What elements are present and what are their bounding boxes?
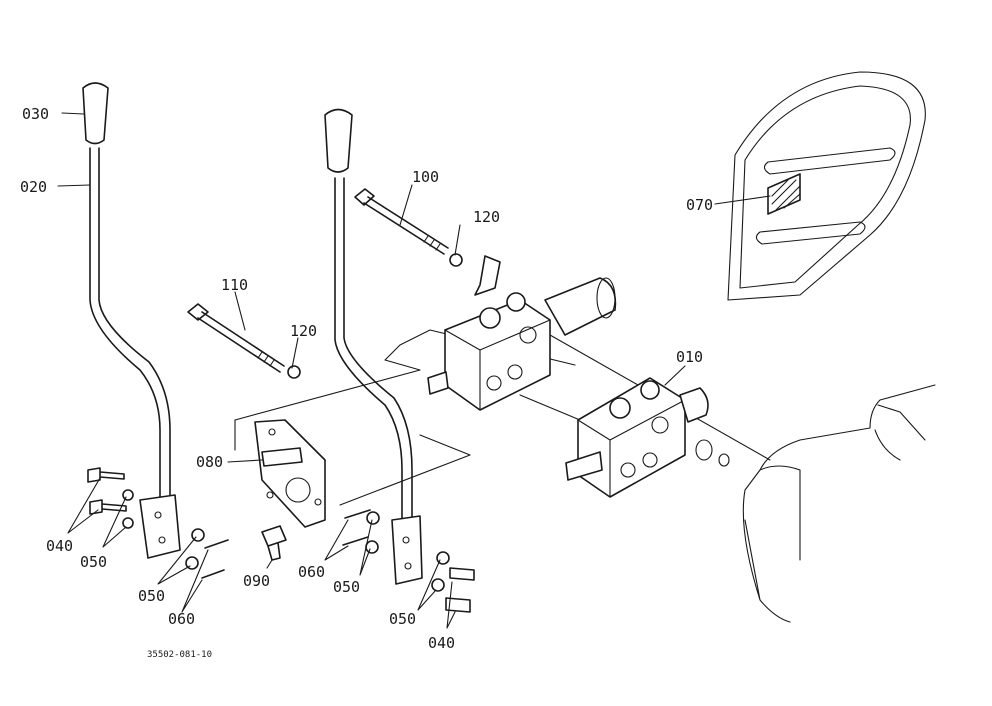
bolt-040-lower (89, 499, 127, 515)
callout-020: 020 (20, 178, 47, 196)
bracket-hole (402, 536, 410, 544)
callout-120-upper: 120 (473, 208, 500, 226)
lower-valve-port (609, 397, 631, 419)
callout-080: 080 (196, 453, 223, 471)
washer-050 (365, 540, 379, 554)
upper-valve-port (486, 375, 502, 391)
cover-slot (755, 221, 866, 245)
bolt-040 (445, 597, 471, 613)
bolt-110-head (187, 303, 209, 321)
callout-050-left-lower: 050 (138, 587, 165, 605)
lower-valve-end-cap (679, 387, 709, 423)
upper-valve-port (519, 326, 537, 344)
bolt-100-thread (423, 235, 441, 251)
callout-050-center: 050 (333, 578, 360, 596)
leader-lines (57, 112, 771, 629)
decal-hatch (771, 179, 801, 211)
plug-090 (261, 525, 287, 561)
washer-050 (122, 517, 134, 529)
bracket-hole (158, 536, 166, 544)
upper-valve-spool (427, 371, 449, 395)
left-lever-knob (82, 82, 109, 145)
callout-labels: 030 020 100 120 110 120 010 070 080 040 … (20, 105, 713, 660)
center-lever-rod (334, 177, 413, 531)
callout-060-center: 060 (298, 563, 325, 581)
callout-050-right: 050 (389, 610, 416, 628)
callout-110: 110 (221, 276, 248, 294)
bracket-080-plate (254, 419, 326, 528)
mounting-bracket (234, 329, 576, 528)
lower-valve-port (642, 452, 658, 468)
callout-010: 010 (676, 348, 703, 366)
center-hardware (342, 509, 475, 613)
left-lever-bracket (139, 494, 181, 559)
bolt-110-thread (257, 351, 275, 367)
callout-090: 090 (243, 572, 270, 590)
upper-valve-edge (444, 319, 551, 411)
pin-060-upper (204, 539, 229, 549)
upper-valve-cylinder (544, 277, 617, 336)
bolt-100-head (354, 188, 375, 206)
washer-050 (431, 578, 445, 592)
diagram-code: 35502-081-10 (147, 650, 212, 660)
valve-cover-outline (727, 71, 926, 301)
upper-valve-cylinder-end (596, 277, 616, 319)
upper-valve-fitting (474, 255, 501, 296)
bracket-hole (266, 491, 274, 499)
bolt-110-group (187, 303, 301, 379)
cover-slot (763, 147, 896, 175)
washer-050 (366, 511, 380, 525)
bolt-100-group (354, 188, 463, 267)
upper-valve-port (479, 307, 501, 329)
o-ring (695, 439, 713, 461)
bracket-bore (285, 477, 311, 503)
bracket-tab (261, 447, 303, 467)
lower-valve-port (640, 380, 660, 400)
callout-040-right: 040 (428, 634, 455, 652)
washer-120-lower (287, 365, 301, 379)
center-lever-assembly (324, 108, 423, 585)
pin-060-lower (201, 569, 225, 579)
lower-valve-port (651, 416, 669, 434)
left-lever-rod (89, 147, 171, 501)
valve-cover (727, 71, 926, 301)
left-hardware (87, 467, 229, 579)
lower-valve-spool (565, 451, 603, 481)
callout-120-lower: 120 (290, 322, 317, 340)
lower-valve-section (519, 334, 771, 498)
bracket-hole (268, 428, 276, 436)
bracket-hole (154, 511, 162, 519)
callout-100: 100 (412, 168, 439, 186)
center-lever-bracket (391, 515, 423, 585)
lower-valve-port (620, 462, 636, 478)
callout-040-left: 040 (46, 537, 73, 555)
bolt-110-shank (197, 311, 285, 373)
pin-060 (344, 509, 371, 519)
upper-valve-port (507, 364, 523, 380)
callout-060-left: 060 (168, 610, 195, 628)
bracket-hole (314, 498, 322, 506)
upper-valve-section (427, 255, 617, 411)
center-lever-knob (324, 108, 353, 173)
bracket-hole (404, 562, 412, 570)
snap-ring (718, 453, 730, 467)
bolt-040 (449, 567, 475, 581)
washer-050 (122, 489, 134, 501)
pin-060 (342, 536, 369, 546)
callout-030: 030 (22, 105, 49, 123)
lower-valve-edge (577, 399, 686, 498)
callout-050-left: 050 (80, 553, 107, 571)
upper-valve-port (506, 292, 526, 312)
washer-120-upper (449, 253, 463, 267)
bolt-040-upper (87, 467, 125, 483)
callout-070: 070 (686, 196, 713, 214)
left-lever-assembly (82, 82, 181, 559)
tractor-body-outline (742, 384, 936, 623)
lower-valve-body (577, 377, 686, 498)
